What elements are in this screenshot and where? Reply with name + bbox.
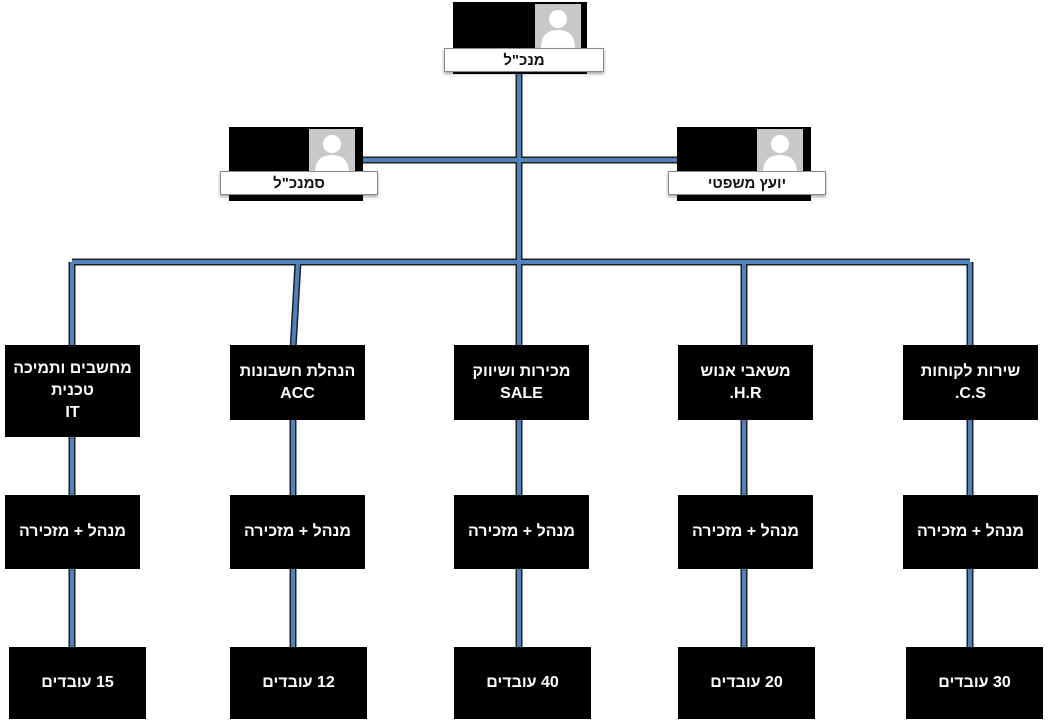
department-hr[interactable]: משאבי אנוש H.R. bbox=[678, 345, 813, 420]
department-it-line-2: טכנית bbox=[51, 382, 94, 399]
department-it-line-1: מחשבים ותמיכה bbox=[13, 360, 132, 377]
department-it-line-3: IT bbox=[65, 404, 80, 421]
department-cs-line-1: שירות לקוחות bbox=[920, 362, 1021, 380]
department-hr-line-2: H.R. bbox=[729, 384, 762, 402]
legal-advisor-title: יועץ משפטי bbox=[668, 171, 826, 195]
ceo-photo bbox=[535, 4, 581, 48]
ceo-node[interactable]: מנכ"ל bbox=[444, 2, 604, 76]
manager-cs[interactable]: מנהל + מזכירה bbox=[903, 495, 1038, 569]
manager-hr[interactable]: מנהל + מזכירה bbox=[678, 495, 813, 569]
connector-fill bbox=[70, 70, 972, 650]
department-acc-line-1: הנהלת חשבונות bbox=[239, 362, 356, 380]
department-acc-line-2: ACC bbox=[280, 384, 315, 402]
department-sale-line-1: מכירות ושיווק bbox=[472, 362, 571, 380]
person-silhouette-icon bbox=[315, 135, 349, 173]
ceo-title: מנכ"ל bbox=[444, 48, 604, 72]
person-silhouette-icon bbox=[763, 135, 797, 173]
department-sale[interactable]: מכירות ושיווק SALE bbox=[454, 345, 589, 420]
deputy-node[interactable]: סמנכ"ל bbox=[220, 127, 378, 203]
department-hr-line-1: משאבי אנוש bbox=[700, 362, 791, 380]
department-cs[interactable]: שירות לקוחות C.S. bbox=[903, 345, 1038, 420]
deputy-title: סמנכ"ל bbox=[220, 171, 378, 195]
staff-hr[interactable]: 20 עובדים bbox=[678, 647, 815, 719]
manager-it[interactable]: מנהל + מזכירה bbox=[5, 495, 140, 569]
department-sale-line-2: SALE bbox=[500, 384, 543, 402]
legal-advisor-photo bbox=[757, 129, 803, 173]
department-it[interactable]: מחשבים ותמיכה טכנית IT bbox=[5, 345, 140, 437]
department-cs-line-2: C.S. bbox=[954, 384, 987, 402]
department-acc[interactable]: הנהלת חשבונות ACC bbox=[230, 345, 365, 420]
staff-cs[interactable]: 30 עובדים bbox=[906, 647, 1043, 719]
legal-advisor-node[interactable]: יועץ משפטי bbox=[668, 127, 826, 203]
manager-sale[interactable]: מנהל + מזכירה bbox=[454, 495, 589, 569]
staff-it[interactable]: 15 עובדים bbox=[9, 647, 146, 719]
person-silhouette-icon bbox=[541, 10, 575, 48]
manager-acc[interactable]: מנהל + מזכירה bbox=[230, 495, 365, 569]
deputy-photo bbox=[309, 129, 355, 173]
staff-sale[interactable]: 40 עובדים bbox=[454, 647, 591, 719]
staff-acc[interactable]: 12 עובדים bbox=[230, 647, 367, 719]
